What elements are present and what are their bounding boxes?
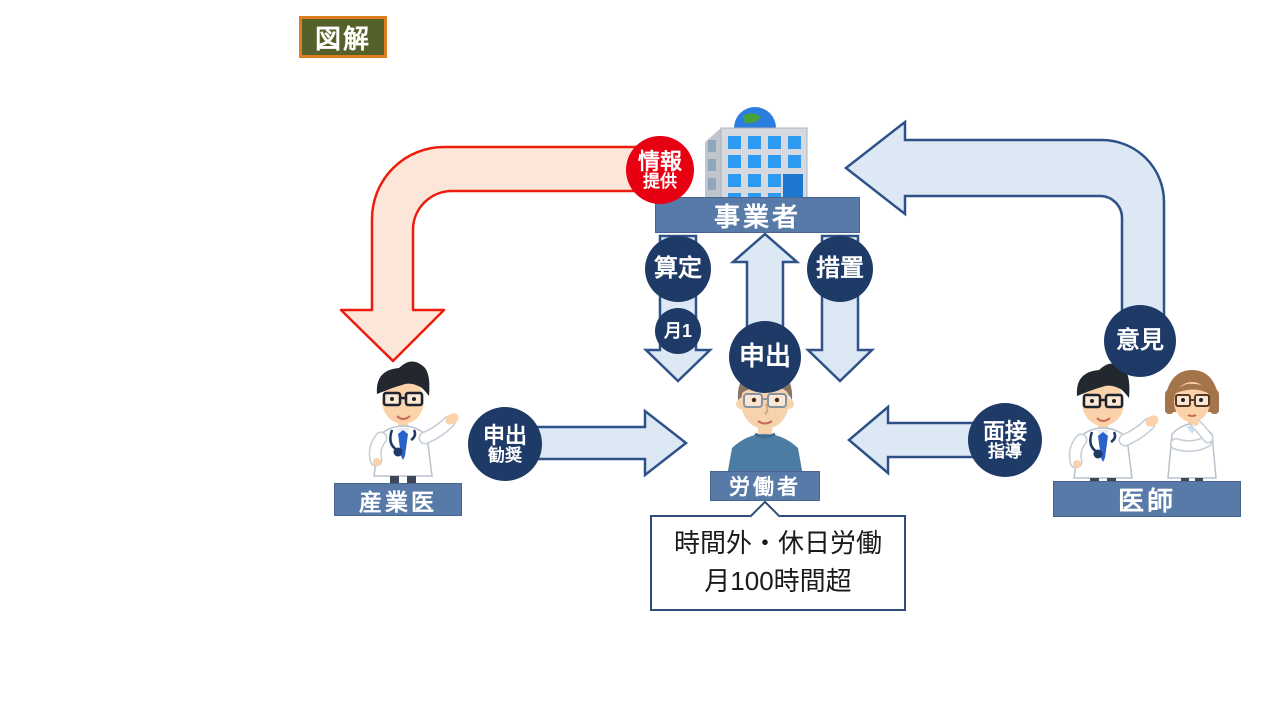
request-encouragement-line2: 勧奨 [488,445,522,465]
info-provision-line1: 情報 [637,148,682,174]
info-provision-line2: 提供 [643,171,677,191]
worker-label: 労働者 [729,476,801,499]
occupational-physician-label: 産業医 [359,488,437,515]
opinion-feedback-arrow [843,119,1166,362]
measures-circle: 措置 [807,236,873,302]
doctor-man-illustration [1073,363,1161,493]
request-encouragement-line1: 申出 [482,422,527,448]
opinion-circle: 意見 [1104,305,1176,377]
occupational-physician-banner: 産業医 [334,483,462,516]
worker-banner: 労働者 [710,471,820,501]
doctor-banner: 医師 [1053,481,1241,517]
employer-label: 事業者 [713,201,801,232]
overtime-callout-line1: 時間外・休日労働 [673,528,882,559]
opinion-label: 意見 [1116,327,1164,355]
monthly-circle: 月1 [655,308,701,354]
request-encouragement-circle: 申出 勧奨 [468,407,542,481]
doctor-label: 医師 [1117,485,1176,516]
info-provision-circle: 情報 提供 [626,136,694,204]
overtime-callout-line2: 月100時間超 [704,566,852,596]
interview-guidance-line1: 面接 [982,418,1027,444]
information-provision-arrow [339,145,662,363]
monthly-label: 月1 [663,320,692,341]
occupational-physician-illustration [373,361,461,491]
request-circle: 申出 [729,321,801,393]
request-label: 申出 [738,341,791,372]
interview-guidance-line2: 指導 [988,441,1022,461]
doctor-woman-illustration [1165,370,1219,492]
diagram-badge-label: 図解 [314,23,371,54]
calculation-label: 算定 [654,255,702,283]
employer-banner: 事業者 [655,197,860,233]
diagram-badge: 図解 [299,16,387,58]
interview-guidance-circle: 面接 指導 [968,403,1042,477]
calculation-circle: 算定 [645,236,711,302]
overtime-callout: 時間外・休日労働 月100時間超 [650,500,906,611]
measures-label: 措置 [816,255,864,283]
